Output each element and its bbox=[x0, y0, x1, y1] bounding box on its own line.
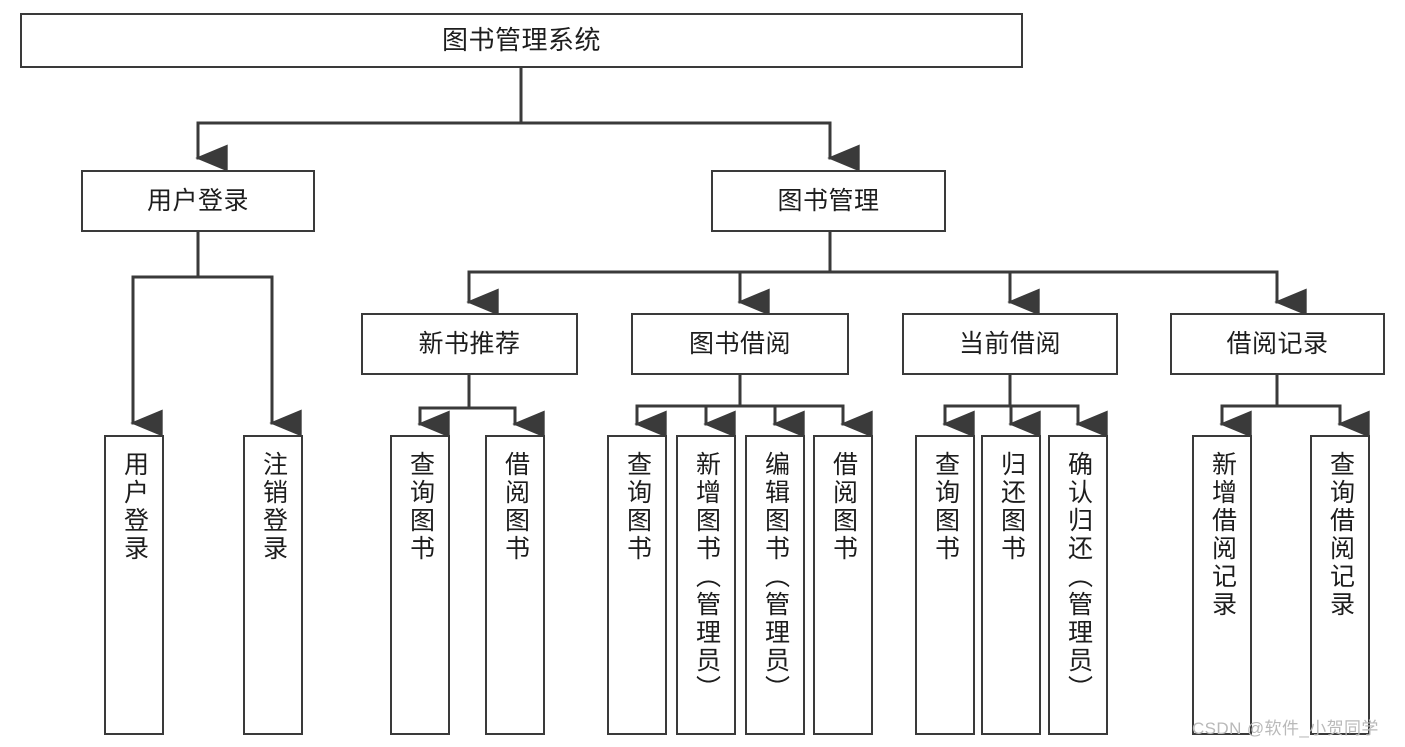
node-label: 借阅图书 bbox=[829, 451, 858, 563]
node-new-book-recommend[interactable]: 新书推荐 bbox=[361, 313, 578, 375]
leaf-query-book-borrow[interactable]: 查询图书 bbox=[607, 435, 667, 735]
node-label: 借阅记录 bbox=[1226, 329, 1329, 358]
leaf-user-login[interactable]: 用户登录 bbox=[104, 435, 164, 735]
node-label: 图书管理 bbox=[777, 186, 880, 215]
leaf-query-book-current[interactable]: 查询图书 bbox=[915, 435, 975, 735]
node-borrow-record[interactable]: 借阅记录 bbox=[1170, 313, 1385, 375]
node-book-management[interactable]: 图书管理 bbox=[711, 170, 946, 232]
node-label: 确认归还（管理员） bbox=[1064, 451, 1093, 703]
leaf-query-borrow-record[interactable]: 查询借阅记录 bbox=[1310, 435, 1370, 735]
node-label: 查询图书 bbox=[623, 451, 652, 563]
node-label: 编辑图书（管理员） bbox=[761, 451, 790, 703]
node-label: 当前借阅 bbox=[958, 329, 1061, 358]
node-current-borrow[interactable]: 当前借阅 bbox=[902, 313, 1118, 375]
node-label: 借阅图书 bbox=[501, 451, 530, 563]
leaf-borrow-book[interactable]: 借阅图书 bbox=[813, 435, 873, 735]
node-label: 用户登录 bbox=[146, 186, 249, 215]
node-label: 查询借阅记录 bbox=[1326, 451, 1355, 619]
leaf-return-book[interactable]: 归还图书 bbox=[981, 435, 1041, 735]
node-label: 归还图书 bbox=[997, 451, 1026, 563]
node-user-login[interactable]: 用户登录 bbox=[81, 170, 315, 232]
node-label: 图书管理系统 bbox=[441, 25, 601, 56]
node-label: 新增借阅记录 bbox=[1208, 451, 1237, 619]
node-label: 查询图书 bbox=[931, 451, 960, 563]
node-label: 用户登录 bbox=[120, 451, 149, 563]
csdn-watermark: CSDN @软件_小贺同学 bbox=[1192, 719, 1379, 738]
node-label: 新增图书（管理员） bbox=[692, 451, 721, 703]
leaf-query-book-recommend[interactable]: 查询图书 bbox=[390, 435, 450, 735]
leaf-edit-book-admin[interactable]: 编辑图书（管理员） bbox=[745, 435, 805, 735]
node-book-borrow[interactable]: 图书借阅 bbox=[631, 313, 849, 375]
leaf-add-book-admin[interactable]: 新增图书（管理员） bbox=[676, 435, 736, 735]
leaf-borrow-book-recommend[interactable]: 借阅图书 bbox=[485, 435, 545, 735]
node-label: 新书推荐 bbox=[418, 329, 521, 358]
node-label: 注销登录 bbox=[259, 451, 288, 563]
leaf-add-borrow-record[interactable]: 新增借阅记录 bbox=[1192, 435, 1252, 735]
node-root-library-system[interactable]: 图书管理系统 bbox=[20, 13, 1023, 68]
leaf-logout[interactable]: 注销登录 bbox=[243, 435, 303, 735]
node-label: 查询图书 bbox=[406, 451, 435, 563]
leaf-confirm-return-admin[interactable]: 确认归还（管理员） bbox=[1048, 435, 1108, 735]
node-label: 图书借阅 bbox=[688, 329, 791, 358]
